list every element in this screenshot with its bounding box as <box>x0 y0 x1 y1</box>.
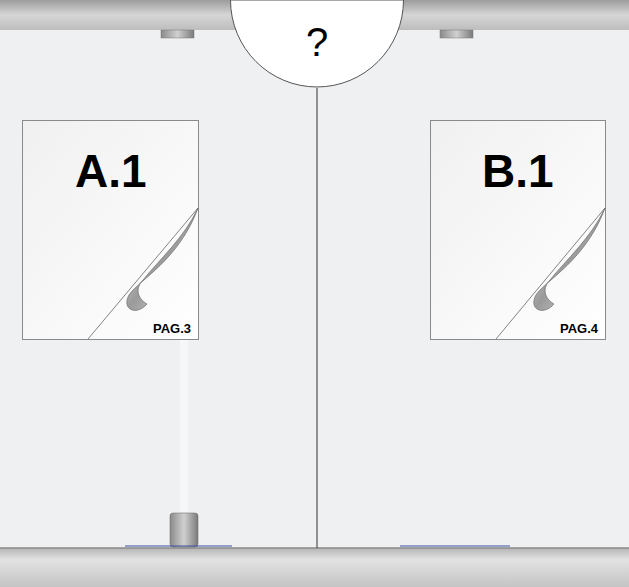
page-sheet: B.1PAG.4 <box>430 120 606 340</box>
latch-cylinder <box>170 513 198 547</box>
question-mark: ? <box>306 20 328 65</box>
sheet-code: A.1 <box>75 144 147 198</box>
sheet-code: B.1 <box>482 144 554 198</box>
question-badge: ? <box>230 0 404 88</box>
page-number: PAG.4 <box>560 321 598 336</box>
bottom-bar <box>0 548 629 587</box>
floor-mark <box>125 546 232 547</box>
hinge <box>161 30 194 38</box>
hinge <box>440 30 473 38</box>
bottom-bar-edge <box>0 547 629 549</box>
page-number: PAG.3 <box>153 321 191 336</box>
floor-mark <box>400 546 510 547</box>
door-gap <box>317 88 318 548</box>
page-sheet: A.1PAG.3 <box>22 120 199 340</box>
rod-shadow <box>180 340 188 512</box>
